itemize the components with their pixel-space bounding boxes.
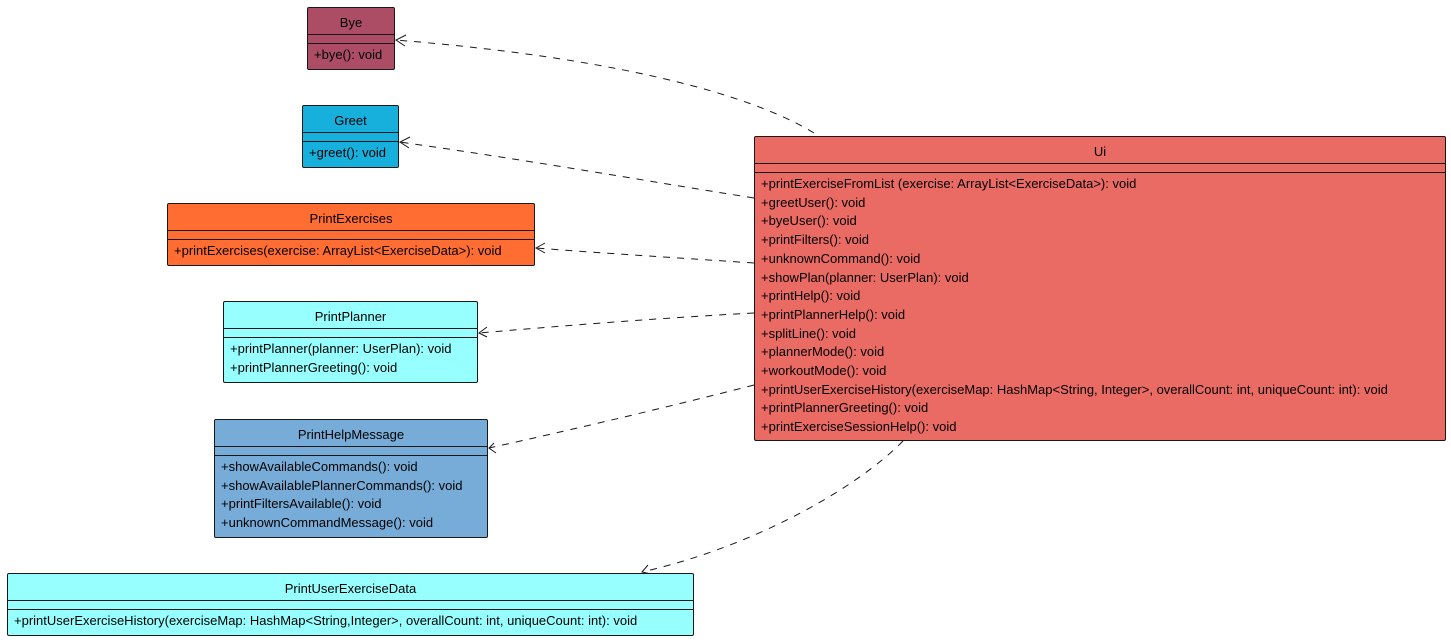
method: +printExerciseSessionHelp(): void bbox=[761, 419, 957, 435]
method: +printFilters(): void bbox=[761, 232, 869, 248]
attributes-section bbox=[303, 133, 398, 141]
methods-section: +printExercises(exercise: ArrayList<Exer… bbox=[168, 240, 534, 261]
divider bbox=[8, 600, 693, 601]
divider bbox=[8, 609, 693, 610]
class-name: PrintHelpMessage bbox=[297, 427, 405, 442]
class-print-planner[interactable]: PrintPlanner +printPlanner(planner: User… bbox=[223, 301, 478, 383]
divider bbox=[168, 230, 534, 231]
method: +printPlannerGreeting(): void bbox=[230, 359, 398, 375]
divider bbox=[303, 132, 398, 133]
class-print-exercises[interactable]: PrintExercises +printExercises(exercise:… bbox=[167, 203, 535, 266]
divider bbox=[755, 163, 1445, 164]
divider bbox=[224, 328, 477, 329]
method: +printFiltersAvailable(): void bbox=[221, 496, 382, 512]
method: +showPlan(planner: UserPlan): void bbox=[761, 269, 969, 285]
attributes-section bbox=[308, 35, 394, 43]
class-name: PrintUserExerciseData bbox=[284, 581, 417, 596]
methods-section: +printUserExerciseHistory(exerciseMap: H… bbox=[8, 610, 693, 631]
method: +workoutMode(): void bbox=[761, 363, 887, 379]
method: +printExerciseFromList (exercise: ArrayL… bbox=[761, 176, 1137, 191]
edge-ui-to-bye bbox=[395, 39, 815, 134]
arrowhead-greet bbox=[399, 136, 411, 149]
arrowhead-print-help bbox=[488, 442, 497, 454]
method: +greetUser(): void bbox=[761, 194, 866, 210]
edge-ui-to-print-help bbox=[488, 384, 755, 449]
divider bbox=[303, 141, 398, 142]
class-greet[interactable]: Greet +greet(): void bbox=[302, 105, 399, 168]
edge-ui-to-print-user-data bbox=[641, 440, 904, 573]
method: +printUserExerciseHistory(exerciseMap: H… bbox=[761, 381, 1388, 397]
arrowhead-bye bbox=[395, 34, 407, 47]
methods-section: +bye(): void bbox=[308, 44, 394, 65]
class-name: Greet bbox=[334, 113, 367, 128]
edge-ui-to-print-planner bbox=[478, 312, 755, 334]
divider bbox=[308, 34, 394, 35]
arrowhead-print-planner bbox=[478, 326, 488, 338]
method: +printPlannerHelp(): void bbox=[761, 306, 906, 322]
divider bbox=[755, 172, 1445, 173]
attributes-section bbox=[8, 601, 693, 609]
class-name: Ui bbox=[1093, 144, 1107, 159]
class-name: PrintExercises bbox=[309, 211, 393, 226]
divider bbox=[215, 446, 487, 447]
attributes-section bbox=[224, 329, 477, 337]
class-print-user-exercise-data[interactable]: PrintUserExerciseData +printUserExercise… bbox=[7, 573, 694, 636]
divider bbox=[168, 239, 534, 240]
attributes-section bbox=[215, 447, 487, 455]
divider bbox=[215, 455, 487, 456]
method: +showAvailablePlannerCommands(): void bbox=[221, 477, 463, 493]
method: +unknownCommand(): void bbox=[761, 250, 921, 266]
methods-section: +greet(): void bbox=[303, 142, 398, 163]
methods-section: +printExerciseFromList (exercise: ArrayL… bbox=[755, 173, 1445, 437]
method: +printPlanner(planner: UserPlan): void bbox=[230, 341, 452, 356]
method: +plannerMode(): void bbox=[761, 344, 885, 360]
class-bye[interactable]: Bye +bye(): void bbox=[307, 7, 395, 70]
divider bbox=[224, 337, 477, 338]
method: +splitLine(): void bbox=[761, 325, 857, 341]
class-ui[interactable]: Ui +printExerciseFromList (exercise: Arr… bbox=[754, 136, 1446, 441]
edge-ui-to-greet bbox=[399, 141, 755, 199]
method: +byeUser(): void bbox=[761, 213, 857, 229]
class-name: PrintPlanner bbox=[314, 309, 387, 324]
attributes-section bbox=[755, 164, 1445, 172]
attributes-section bbox=[168, 231, 534, 239]
method: +greet(): void bbox=[309, 145, 386, 160]
divider bbox=[308, 43, 394, 44]
method: +bye(): void bbox=[314, 47, 383, 62]
method: +printPlannerGreeting(): void bbox=[761, 400, 929, 416]
methods-section: +printPlanner(planner: UserPlan): void +… bbox=[224, 338, 477, 377]
method: +printUserExerciseHistory(exerciseMap: H… bbox=[14, 613, 638, 628]
method: +printHelp(): void bbox=[761, 288, 861, 304]
arrowhead-print-exercises bbox=[534, 242, 546, 254]
methods-section: +showAvailableCommands(): void +showAvai… bbox=[215, 456, 487, 533]
edge-ui-to-print-exercises bbox=[535, 247, 755, 264]
method: +showAvailableCommands(): void bbox=[221, 459, 418, 474]
class-name: Bye bbox=[339, 15, 363, 30]
method: +printExercises(exercise: ArrayList<Exer… bbox=[174, 243, 502, 258]
class-print-help-message[interactable]: PrintHelpMessage +showAvailableCommands(… bbox=[214, 419, 488, 538]
method: +unknownCommandMessage(): void bbox=[221, 515, 434, 531]
